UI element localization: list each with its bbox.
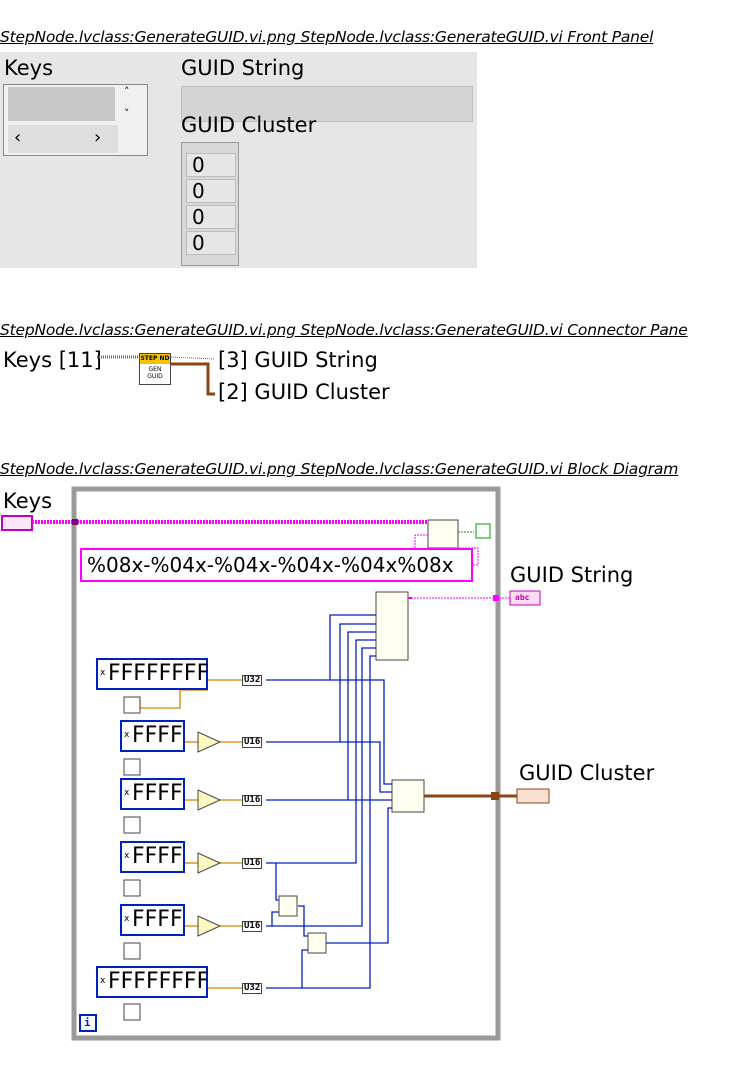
guid-string-label: GUID String	[181, 56, 305, 80]
hex-constant-value: FFFF	[132, 844, 183, 869]
hex-constant-value: FFFF	[132, 907, 183, 932]
cluster-value: 0	[186, 231, 236, 255]
bd-guid-string-label: GUID String	[510, 563, 634, 587]
keys-control[interactable]: ˄ ˅ ‹ ›	[3, 84, 148, 156]
guid-string-indicator	[181, 86, 473, 122]
vi-icon: STEP ND GEN GUID	[139, 353, 171, 385]
loop-condition-icon	[475, 523, 491, 539]
cp-output-guid-string: [3] GUID String	[218, 348, 378, 372]
cluster-value: 0	[186, 179, 236, 203]
type-conversion-u16: U16	[242, 858, 263, 869]
bundle-node	[391, 779, 425, 813]
type-conversion-u16: U16	[242, 921, 263, 932]
guid-string-terminal	[509, 590, 541, 606]
guid-string-indicator-text: abc	[515, 593, 530, 602]
cluster-value: 0	[186, 153, 236, 177]
bd-guid-cluster-label: GUID Cluster	[519, 761, 655, 785]
scroll-left-icon[interactable]: ‹	[14, 127, 22, 148]
loop-frame	[71, 486, 501, 1041]
type-conversion-u32: U32	[242, 983, 263, 994]
format-into-string-node	[375, 591, 409, 661]
keys-cell[interactable]	[8, 87, 115, 121]
cp-input-keys: Keys [11]	[3, 348, 102, 372]
type-conversion-u16: U16	[242, 737, 263, 748]
hex-constant-value: FFFFFFFF	[108, 661, 210, 686]
vi-icon-text: GEN GUID	[147, 366, 163, 380]
vi-icon-banner: STEP ND	[140, 354, 170, 364]
connector-wires	[97, 355, 216, 396]
type-conversion-u16: U16	[242, 795, 263, 806]
format-string-constant[interactable]: %08x-%04x-%04x-%04x-%04x%08x	[80, 548, 473, 582]
cp-output-guid-cluster: [2] GUID Cluster	[218, 380, 390, 404]
front-panel-title: StepNode.lvclass:GenerateGUID.vi.png Ste…	[0, 28, 654, 46]
bd-keys-label: Keys	[3, 489, 53, 513]
keys-scrollbar[interactable]	[8, 125, 118, 153]
guid-cluster-terminal	[516, 788, 550, 804]
loop-index-icon: i	[84, 1016, 91, 1029]
keys-label: Keys	[4, 56, 54, 80]
hex-constant-value: FFFFFFFF	[108, 969, 210, 994]
type-conversion-u32: U32	[242, 675, 263, 686]
keys-terminal	[1, 515, 33, 531]
guid-cluster-label: GUID Cluster	[181, 113, 317, 137]
search-node	[427, 519, 459, 549]
guid-cluster-indicator: 0 0 0 0	[181, 142, 239, 266]
hex-constant-value: FFFF	[132, 781, 183, 806]
cluster-value: 0	[186, 205, 236, 229]
hex-constant-value: FFFF	[132, 723, 183, 748]
scroll-right-icon[interactable]: ›	[94, 127, 102, 148]
scroll-down-icon[interactable]: ˅	[124, 107, 130, 120]
scroll-up-icon[interactable]: ˄	[124, 85, 130, 98]
block-diagram-title: StepNode.lvclass:GenerateGUID.vi.png Ste…	[0, 460, 679, 478]
connector-pane-title: StepNode.lvclass:GenerateGUID.vi.png Ste…	[0, 321, 688, 339]
